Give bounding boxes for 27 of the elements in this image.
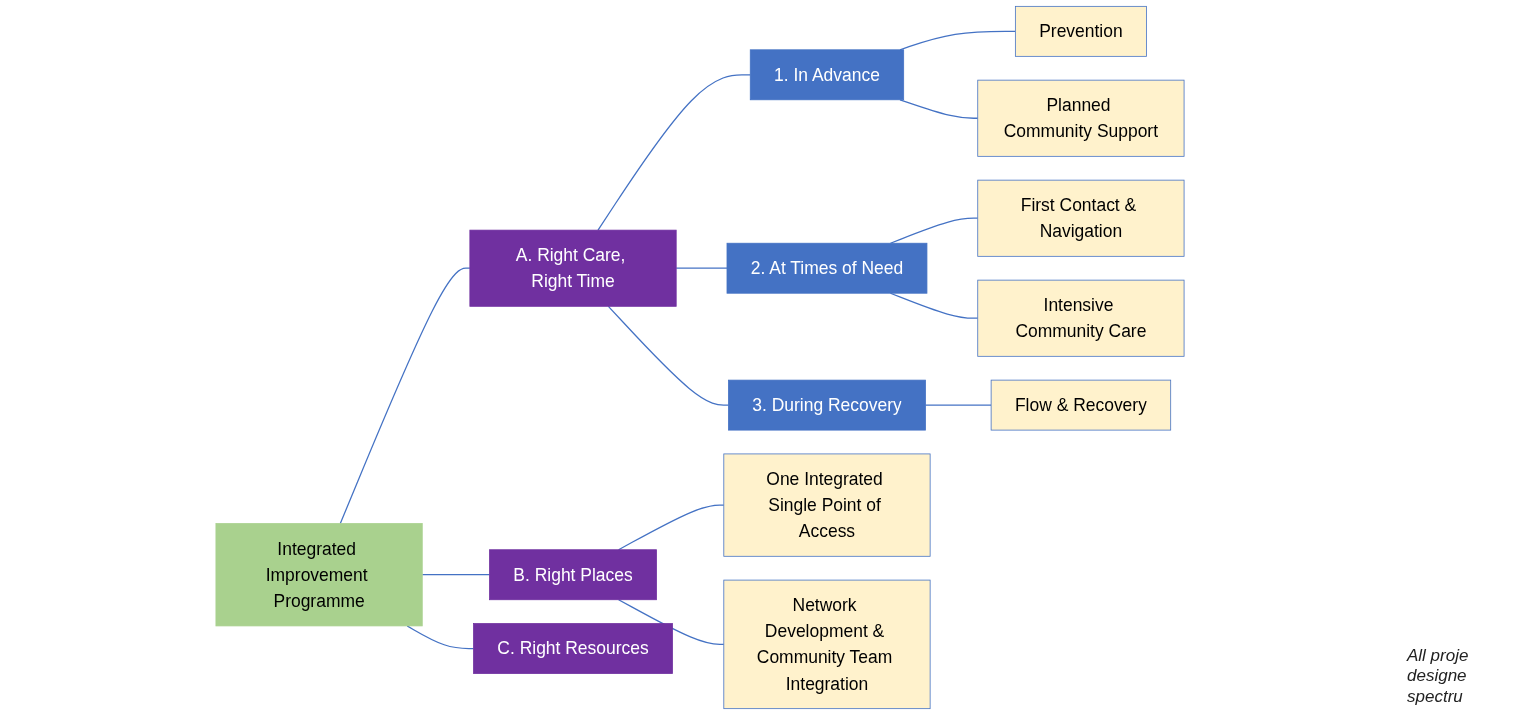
connector [675, 267, 728, 269]
node-box: B. Right Places [489, 549, 657, 601]
connector [607, 305, 730, 406]
node-box: C. Right Resources [473, 623, 673, 674]
node-box: Planned Community Support [977, 79, 1185, 157]
node-box: 1. In Advance [749, 49, 905, 101]
connector [406, 625, 475, 650]
node-box: A. Right Care, Right Time [469, 229, 677, 307]
connector [339, 267, 471, 525]
node-box: Prevention [1014, 5, 1147, 57]
connector [421, 574, 491, 576]
connector [924, 404, 992, 406]
connector [617, 504, 725, 551]
connector [899, 30, 1016, 51]
connector [889, 217, 979, 244]
node-box: One Integrated Single Point of Access [723, 453, 931, 557]
node-box: Intensive Community Care [977, 279, 1185, 357]
node-box: Flow & Recovery [990, 379, 1172, 431]
node-box: Integrated Improvement Programme [215, 523, 423, 627]
connector [899, 99, 979, 119]
node-box: 2. At Times of Need [726, 242, 928, 294]
node-box: 3. During Recovery [728, 379, 926, 431]
connector [597, 74, 751, 231]
node-box: First Contact & Navigation [977, 179, 1185, 257]
note-text: All proje designe spectru [1407, 645, 1470, 707]
node-box: Network Development & Community Team Integration [723, 579, 931, 710]
connector [617, 599, 725, 645]
